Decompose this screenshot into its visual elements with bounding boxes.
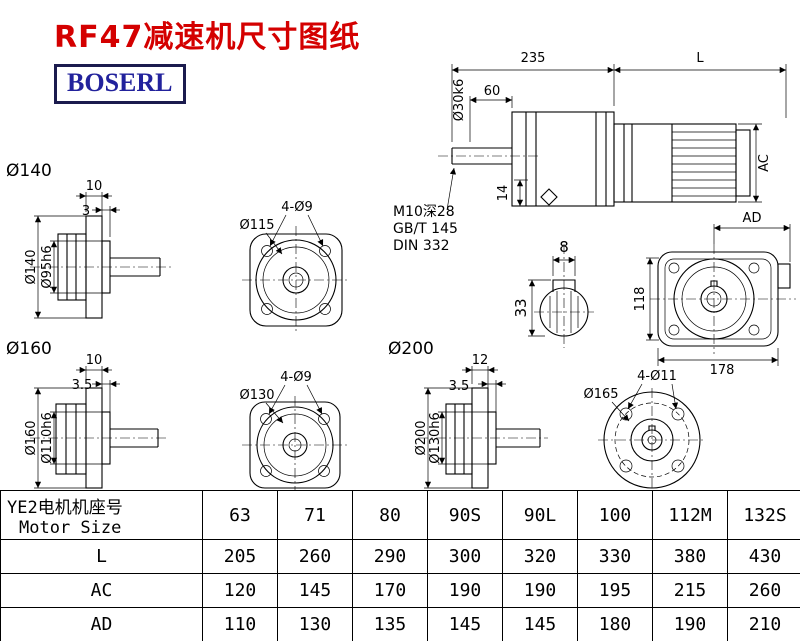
table-header-row: YE2电机机座号 Motor Size 63 71 80 90S 90L 100… [0, 490, 800, 540]
value-cell: 210 [727, 607, 800, 641]
flange200-view-label: Ø200 [388, 339, 434, 359]
flange140-od-label: Ø140 [24, 249, 39, 284]
dim-AD-label: AD [743, 211, 762, 226]
flange140-view-label: Ø140 [6, 161, 52, 181]
flange140-spigot-label: Ø95h6 [40, 245, 55, 288]
standard-note-2: DIN 332 [393, 238, 450, 254]
flange160-step-label: 3.5 [72, 378, 93, 393]
value-cell: 260 [727, 573, 800, 608]
motor-size-cell: 90S [427, 490, 503, 540]
flange160-view-label: Ø160 [6, 339, 52, 359]
view-motor-rear: AD 118 178 [633, 211, 796, 378]
table-row-L: L 205 260 290 300 320 330 380 430 [0, 539, 800, 574]
value-cell: 330 [577, 539, 653, 574]
value-cell: 320 [502, 539, 578, 574]
row-label-cell: AD [0, 607, 203, 641]
value-cell: 260 [277, 539, 353, 574]
table-row-AC: AC 120 145 170 190 190 195 215 260 [0, 573, 800, 608]
value-cell: 145 [277, 573, 353, 608]
flange200-od-label: Ø200 [414, 420, 429, 455]
value-cell: 180 [577, 607, 653, 641]
dim-235-label: 235 [521, 51, 546, 66]
dim-118-label: 118 [633, 287, 648, 312]
value-cell: 120 [202, 573, 278, 608]
brand-diamond-mark [540, 188, 558, 206]
value-cell: 170 [352, 573, 428, 608]
flange200-spigot-label: Ø130h6 [428, 412, 443, 464]
fan-cowl [735, 129, 751, 197]
motor-size-cell: 90L [502, 490, 578, 540]
value-cell: 190 [502, 573, 578, 608]
value-cell: 190 [652, 607, 728, 641]
square130-holes-label: 4-Ø9 [280, 370, 311, 385]
motor-size-cell: 132S [727, 490, 800, 540]
boserl-logo: BOSERL [54, 64, 186, 104]
terminal-box [777, 263, 791, 289]
round165-holes-label: 4-Ø11 [637, 369, 677, 384]
table-header-label-cn: YE2电机机座号 [7, 497, 123, 518]
value-cell: 380 [652, 539, 728, 574]
standard-note-1: GB/T 145 [393, 221, 458, 237]
view-round-flange-165: 4-Ø11 Ø165 [583, 369, 706, 490]
square115-diameter-label: Ø115 [239, 218, 274, 233]
view-square-flange-115: 4-Ø9 Ø115 [239, 200, 350, 334]
value-cell: 110 [202, 607, 278, 641]
round165-diameter-label: Ø165 [583, 387, 618, 402]
row-label-cell: L [0, 539, 203, 574]
tap-note: M10深28 [393, 204, 455, 220]
dim-60-label: 60 [484, 84, 501, 99]
view-flange-140: Ø140 Ø140 Ø95h6 10 3 [6, 161, 172, 319]
motor-size-cell: 80 [352, 490, 428, 540]
value-cell: 300 [427, 539, 503, 574]
shaft-diameter-label: Ø30k6 [452, 79, 467, 122]
value-cell: 130 [277, 607, 353, 641]
square130-diameter-label: Ø130 [239, 388, 274, 403]
row-label-cell: AC [0, 573, 203, 608]
value-cell: 290 [352, 539, 428, 574]
value-cell: 430 [727, 539, 800, 574]
value-cell: 195 [577, 573, 653, 608]
view-key-section: 8 33 [512, 238, 594, 348]
flange200-thickness-label: 12 [472, 353, 489, 368]
motor-size-table: YE2电机机座号 Motor Size 63 71 80 90S 90L 100… [0, 490, 800, 641]
technical-drawing: 235 L 60 Ø30k6 14 [6, 51, 796, 490]
motor-height-label: AC [757, 154, 772, 172]
motor-size-cell: 112M [652, 490, 728, 540]
motor-size-cell: 71 [277, 490, 353, 540]
motor-size-cell: 100 [577, 490, 653, 540]
dim-14-label: 14 [496, 185, 511, 202]
value-cell: 135 [352, 607, 428, 641]
flange140-thickness-label: 10 [86, 179, 103, 194]
table-header-label-cell: YE2电机机座号 Motor Size [0, 490, 203, 540]
flange200-step-label: 3.5 [449, 379, 470, 394]
square115-holes-label: 4-Ø9 [281, 200, 312, 215]
dim-178-label: 178 [710, 363, 735, 378]
table-row-AD: AD 110 130 135 145 145 180 190 210 [0, 607, 800, 641]
flange160-thickness-label: 10 [86, 353, 103, 368]
page-title: RF47减速机尺寸图纸 [54, 20, 361, 55]
flange160-od-label: Ø160 [24, 420, 39, 455]
value-cell: 205 [202, 539, 278, 574]
view-flange-200: Ø200 Ø200 Ø130h6 12 3.5 [388, 339, 548, 489]
value-cell: 190 [427, 573, 503, 608]
value-cell: 145 [427, 607, 503, 641]
view-square-flange-130: 4-Ø9 Ø130 [239, 370, 348, 490]
flange140-step-label: 3 [82, 204, 90, 219]
table-header-label-en: Motor Size [19, 517, 122, 538]
view-motor-side: 235 L 60 Ø30k6 14 [393, 51, 787, 254]
value-cell: 145 [502, 607, 578, 641]
flange160-spigot-label: Ø110h6 [40, 412, 55, 464]
dim-L-label: L [696, 51, 704, 66]
value-cell: 215 [652, 573, 728, 608]
key-height-label: 33 [512, 298, 530, 317]
view-flange-160: Ø160 Ø160 Ø110h6 10 3.5 [6, 339, 168, 489]
motor-size-cell: 63 [202, 490, 278, 540]
